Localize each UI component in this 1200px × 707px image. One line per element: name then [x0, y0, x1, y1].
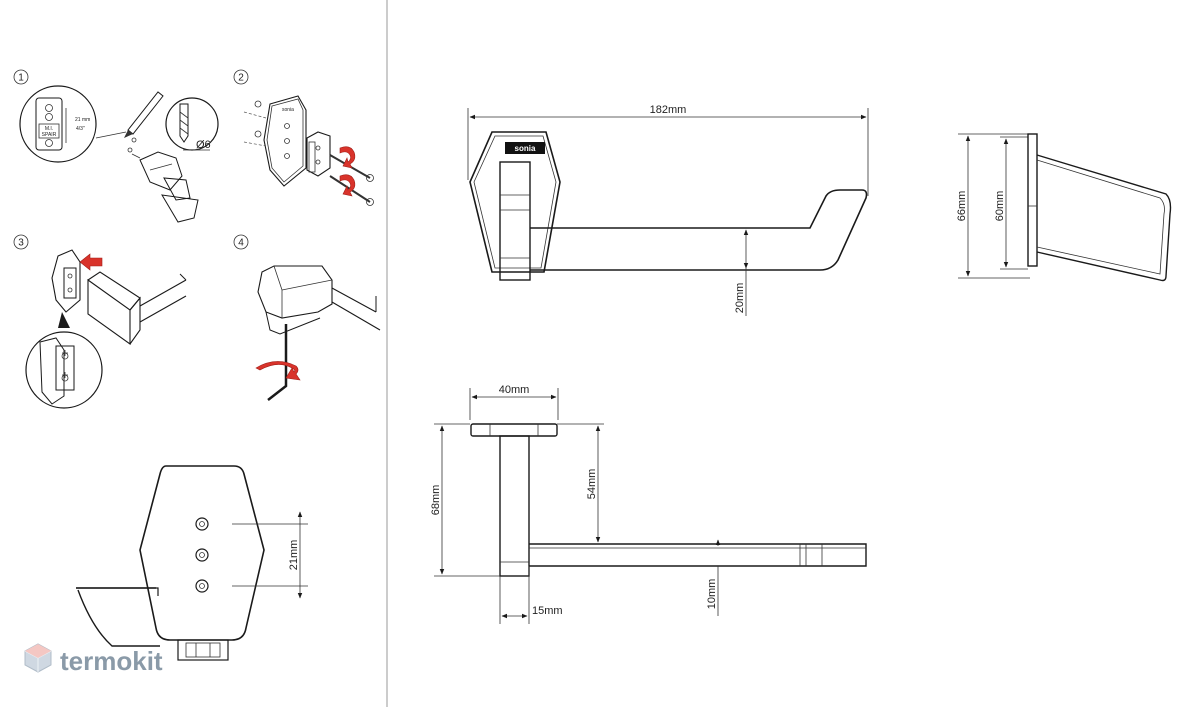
step-2-screws: 2 sonia [233, 69, 374, 206]
front-width-label: 182mm [650, 104, 687, 116]
top-post [499, 435, 530, 577]
drill-diameter: Ø6 [196, 139, 211, 151]
step-3-badge [13, 234, 29, 250]
step1-hole-distance-imperial: 4/3" [76, 126, 85, 132]
step-3-number: 3 [18, 238, 24, 249]
step-1-drilling: 1 M.I. SPAIR 21 mm 4/3" Ø6 [13, 69, 219, 223]
side-outer-height-label: 66mm [956, 191, 968, 222]
holder-base [177, 639, 229, 661]
top-plate [470, 423, 558, 437]
plate-with-clip [51, 249, 81, 313]
watermark-text: termokit [60, 646, 163, 676]
detail-magnifier [19, 85, 97, 163]
step-2-badge [233, 69, 249, 85]
paper-roll [76, 587, 160, 647]
push-arrow-icon [79, 253, 103, 271]
step-4-badge [233, 234, 249, 250]
allen-key-icon [267, 324, 288, 401]
svg-text:sonia: sonia [282, 107, 294, 113]
front-view: 182mm sonia 20mm [467, 104, 869, 316]
side-arm [1036, 154, 1172, 282]
step1-hole-distance: 21 mm [75, 117, 90, 123]
step-2-number: 2 [238, 73, 244, 84]
top-arm-offset-label: 54mm [586, 469, 598, 500]
front-arm-height-label: 20mm [734, 283, 746, 314]
top-view: 40mm 68mm 54mm 10mm 15mm [430, 384, 867, 624]
mount-plate-detail: 21mm [76, 465, 308, 661]
detail-label-line-1: M.I. [45, 126, 53, 132]
mount-hole [195, 548, 209, 562]
step-1-badge [13, 69, 29, 85]
detail-hole-icon [45, 104, 53, 112]
wall-plate [263, 95, 307, 187]
watermark: termokit [24, 643, 163, 676]
side-plate [1027, 133, 1038, 267]
drill-icon [131, 151, 199, 223]
clip-magnifier [25, 331, 103, 409]
detail-label-line-2: SPAIR [42, 132, 57, 138]
top-arm [529, 543, 867, 567]
plate-detail [35, 97, 63, 151]
holder-post [499, 161, 531, 281]
top-plate-width-label: 40mm [499, 384, 530, 396]
rotate-arrow-icon [255, 361, 301, 381]
holder-body [87, 278, 131, 346]
wall-plate [139, 465, 265, 641]
side-inner-height-label: 60mm [994, 191, 1006, 222]
step-1-number: 1 [18, 73, 24, 84]
step-3-attach: 3 [13, 234, 187, 409]
label-box [38, 123, 60, 139]
mount-hole-spacing-label: 21mm [288, 540, 300, 571]
detail-hole-icon [45, 113, 53, 121]
mount-hole [195, 517, 209, 531]
front-logo: sonia [515, 144, 536, 153]
rotate-arrow-icon [339, 174, 356, 197]
mount-clip [306, 131, 331, 177]
top-overall-depth-label: 68mm [430, 485, 442, 516]
top-post-width-label: 15mm [532, 605, 563, 617]
detail-hole-icon [45, 139, 53, 147]
top-arm-thickness-label: 10mm [706, 579, 718, 610]
mount-hole [195, 579, 209, 593]
step-4-number: 4 [238, 238, 244, 249]
holder-head [469, 131, 561, 273]
step-4-tighten: 4 [233, 234, 381, 401]
rotate-arrow-icon [339, 146, 356, 169]
logo-badge [505, 142, 545, 154]
side-view: 66mm 60mm [956, 133, 1172, 282]
pencil-icon [124, 91, 164, 138]
holder-arm [530, 189, 868, 271]
holder-body [257, 265, 333, 319]
